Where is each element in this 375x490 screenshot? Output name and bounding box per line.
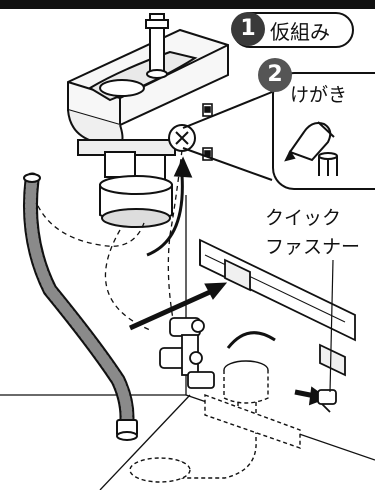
step2-callout: [272, 72, 375, 190]
valve-assembly: [159, 317, 215, 389]
fastener-piece: [294, 259, 337, 413]
step2-number: 2: [258, 58, 292, 92]
pencil-icon: [284, 121, 335, 162]
step1-number: 1: [231, 12, 265, 46]
screw-anchor-icon: [318, 152, 338, 176]
sink-basin: [67, 28, 229, 148]
fastener-label-line2: ファスナー: [265, 236, 361, 258]
top-bar: [0, 0, 375, 9]
insert-arrow: [128, 282, 228, 331]
fastener-label-line1: クイック: [265, 207, 342, 229]
curved-arrow: [146, 156, 276, 349]
hose-fittings: [23, 173, 138, 441]
mounting-rail: [199, 238, 356, 377]
step2-label: けがき: [290, 84, 348, 106]
drain-trap: [77, 124, 196, 228]
floor-trap: [129, 360, 301, 483]
flexible-hose: [23, 172, 135, 438]
faucet: [145, 13, 169, 79]
step1-label: 仮組み: [270, 20, 330, 44]
